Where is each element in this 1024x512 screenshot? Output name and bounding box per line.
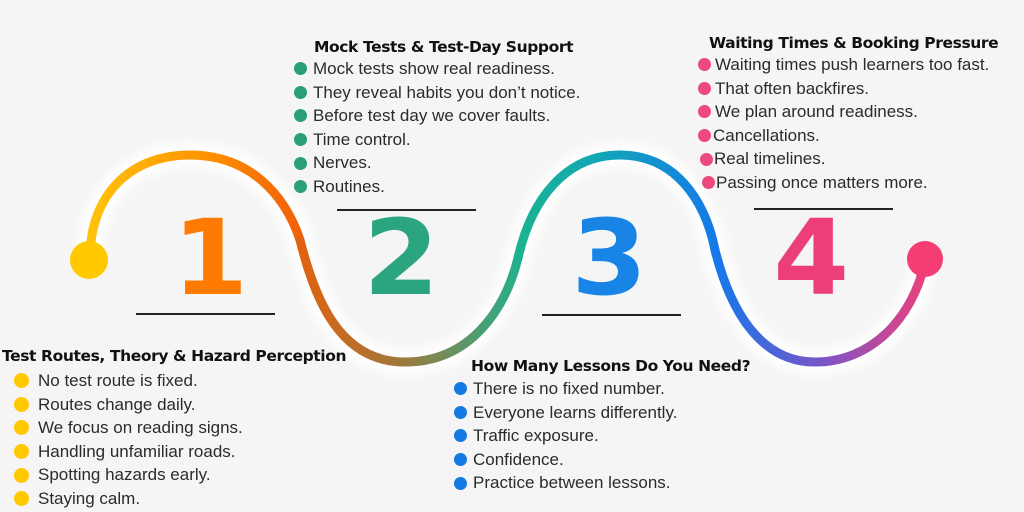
bullet-icon xyxy=(294,62,307,76)
list-item: Spotting hazards early. xyxy=(14,463,346,487)
bullet-icon xyxy=(14,467,29,483)
bullet-icon xyxy=(702,176,715,190)
step-2-title: Mock Tests & Test-Day Support xyxy=(314,38,574,56)
list-item: Staying calm. xyxy=(14,487,346,511)
step-1-title: Test Routes, Theory & Hazard Perception xyxy=(2,347,347,365)
step-2-divider xyxy=(337,209,476,211)
step-2-block: Mock Tests & Test-Day Support Mock tests… xyxy=(294,38,580,199)
step-3-list: There is no fixed number. Everyone learn… xyxy=(454,377,750,495)
list-item: There is no fixed number. xyxy=(454,377,750,401)
list-item: Practice between lessons. xyxy=(454,471,750,495)
step-2-number: 2 xyxy=(363,197,440,319)
start-dot xyxy=(70,241,108,279)
bullet-icon xyxy=(698,58,711,72)
list-item: No test route is fixed. xyxy=(14,369,346,393)
bullet-icon xyxy=(698,129,711,143)
step-3-title: How Many Lessons Do You Need? xyxy=(471,357,751,375)
bullet-icon xyxy=(14,491,29,507)
bullet-icon xyxy=(294,133,307,147)
list-item: Routines. xyxy=(294,175,580,199)
list-item: Routes change daily. xyxy=(14,393,346,417)
list-item: We plan around readiness. xyxy=(698,100,998,124)
list-item: Real timelines. xyxy=(698,147,998,171)
step-2-list: Mock tests show real readiness. They rev… xyxy=(294,57,580,199)
bullet-icon xyxy=(294,85,307,99)
bullet-icon xyxy=(454,476,467,490)
list-item: Traffic exposure. xyxy=(454,424,750,448)
step-3-number: 3 xyxy=(571,197,648,319)
list-item: Nerves. xyxy=(294,151,580,175)
step-1-number: 1 xyxy=(172,197,249,319)
list-item: Time control. xyxy=(294,128,580,152)
end-dot xyxy=(907,241,943,277)
list-item: Confidence. xyxy=(454,448,750,472)
step-4-list: Waiting times push learners too fast. Th… xyxy=(698,53,998,195)
bullet-icon xyxy=(698,81,711,95)
step-1-list: No test route is fixed. Routes change da… xyxy=(14,369,346,511)
list-item: Everyone learns differently. xyxy=(454,401,750,425)
step-3-block: How Many Lessons Do You Need? There is n… xyxy=(454,357,751,495)
bullet-icon xyxy=(14,444,29,460)
list-item: Mock tests show real readiness. xyxy=(294,57,580,81)
bullet-icon xyxy=(454,405,467,419)
list-item: We focus on reading signs. xyxy=(14,416,346,440)
list-item: Handling unfamiliar roads. xyxy=(14,440,346,464)
step-1-block: Test Routes, Theory & Hazard Perception … xyxy=(2,347,347,511)
bullet-icon xyxy=(14,420,29,436)
list-item: Waiting times push learners too fast. xyxy=(698,53,998,77)
bullet-icon xyxy=(454,429,467,443)
list-item: Passing once matters more. xyxy=(698,171,998,195)
list-item: That often backfires. xyxy=(698,77,998,101)
bullet-icon xyxy=(454,453,467,467)
bullet-icon xyxy=(294,109,307,123)
bullet-icon xyxy=(14,373,29,389)
list-item: Before test day we cover faults. xyxy=(294,104,580,128)
list-item: They reveal habits you don’t notice. xyxy=(294,81,580,105)
bullet-icon xyxy=(454,382,467,396)
bullet-icon xyxy=(14,396,29,412)
step-3-divider xyxy=(542,314,681,316)
bullet-icon xyxy=(700,152,713,166)
bullet-icon xyxy=(294,180,307,194)
step-4-block: Waiting Times & Booking Pressure Waiting… xyxy=(698,34,999,195)
bullet-icon xyxy=(294,156,307,170)
step-4-number: 4 xyxy=(773,197,850,319)
bullet-icon xyxy=(698,105,711,119)
step-4-title: Waiting Times & Booking Pressure xyxy=(709,34,999,52)
list-item: Cancellations. xyxy=(698,124,998,148)
step-1-divider xyxy=(136,313,275,315)
step-4-divider xyxy=(754,208,893,210)
